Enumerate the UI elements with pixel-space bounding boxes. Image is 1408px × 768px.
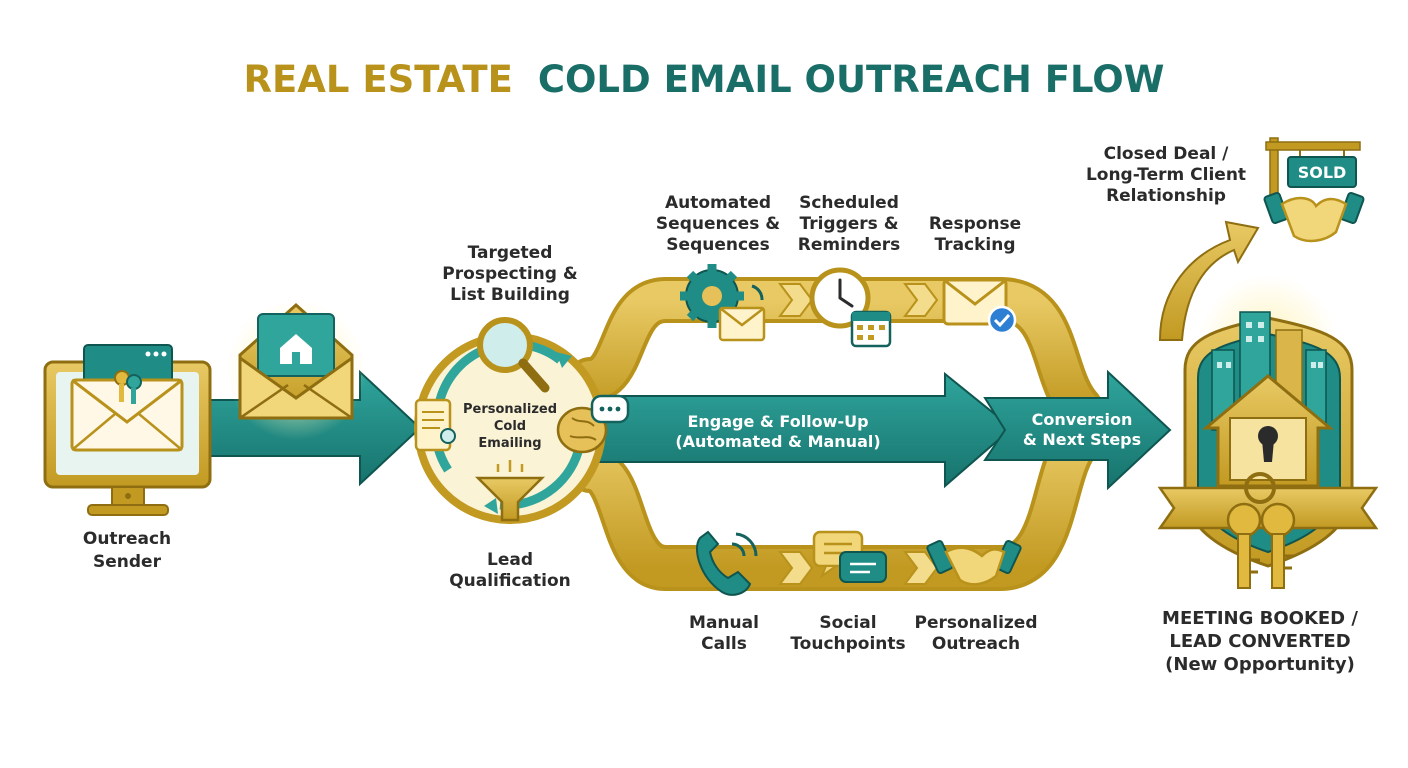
top-track-1-line-3: Sequences xyxy=(666,235,769,255)
top-track-3-line-1: Response xyxy=(929,214,1021,234)
closed-deal-handshake-icon xyxy=(1263,191,1365,243)
brain-chat-icon xyxy=(556,394,630,454)
gear-email-icon xyxy=(680,264,766,342)
chat-bubbles-icon xyxy=(812,530,887,583)
house-keyhole-icon xyxy=(1201,374,1335,488)
main-engage-arrow: Engage & Follow-Up (Automated & Manual) xyxy=(589,371,1014,489)
closed-deal-line-1: Closed Deal / xyxy=(1104,144,1230,164)
prospecting-line-1: Targeted xyxy=(468,243,553,263)
scroll-document-icon xyxy=(414,398,456,452)
prospecting-line-3: List Building xyxy=(450,285,570,305)
sender-line-2: Sender xyxy=(93,552,162,572)
hub-center-line-2: Cold xyxy=(494,419,526,434)
hub-center-line-1: Personalized xyxy=(463,402,557,417)
result-line-3: (New Opportunity) xyxy=(1165,654,1355,675)
top-track-1-line-1: Automated xyxy=(665,193,771,213)
top-track-1-line-2: Sequences & xyxy=(656,214,780,234)
qualification-line-1: Lead xyxy=(487,550,533,570)
handshake-icon xyxy=(926,540,1022,586)
result-line-2: LEAD CONVERTED xyxy=(1169,631,1350,652)
top-track-2-line-1: Scheduled xyxy=(799,193,899,213)
conversion-line-1: Conversion xyxy=(1032,410,1133,429)
bottom-track-2-line-2: Touchpoints xyxy=(790,634,905,654)
prospecting-line-2: Prospecting & xyxy=(442,264,578,284)
bottom-track-3-line-2: Outreach xyxy=(932,634,1020,654)
keys-bundle-icon xyxy=(1226,472,1296,589)
keys-icon xyxy=(114,370,142,404)
conversion-arrow: Conversion & Next Steps xyxy=(983,369,1172,491)
main-arrow-line-2: (Automated & Manual) xyxy=(675,432,880,451)
open-envelope-house-icon xyxy=(226,300,366,440)
sold-sign-icon: SOLD xyxy=(1265,137,1361,211)
phone-icon xyxy=(696,530,758,596)
bottom-track-1-line-2: Calls xyxy=(701,634,747,654)
closed-deal-line-3: Relationship xyxy=(1106,186,1226,206)
clock-calendar-icon xyxy=(809,267,892,348)
closed-deal-line-2: Long-Term Client xyxy=(1086,165,1246,185)
top-track-2-line-2: Triggers & xyxy=(799,214,898,234)
result-line-1: MEETING BOOKED / xyxy=(1162,608,1358,629)
magnifier-icon xyxy=(477,317,550,393)
page-title: REAL ESTATE COLD EMAIL OUTREACH FLOW xyxy=(244,58,1165,101)
title-part-teal: COLD EMAIL OUTREACH FLOW xyxy=(538,58,1165,101)
hub-center-line-3: Emailing xyxy=(478,436,541,451)
sold-sign-label: SOLD xyxy=(1298,163,1347,182)
bottom-track-3-line-1: Personalized xyxy=(915,613,1038,633)
conversion-line-2: & Next Steps xyxy=(1023,430,1141,449)
top-track-2-line-3: Reminders xyxy=(798,235,900,255)
bottom-track-1-line-1: Manual xyxy=(689,613,759,633)
bottom-track-2-line-1: Social xyxy=(819,613,876,633)
sender-line-1: Outreach xyxy=(83,529,171,549)
email-check-icon xyxy=(942,278,1017,335)
curved-up-arrow xyxy=(1158,220,1260,341)
title-part-gold: REAL ESTATE xyxy=(244,58,513,101)
qualification-line-2: Qualification xyxy=(449,571,571,591)
funnel-icon xyxy=(474,460,546,522)
main-arrow-line-1: Engage & Follow-Up xyxy=(687,412,868,431)
top-track-3-line-2: Tracking xyxy=(934,235,1015,255)
envelope-icon xyxy=(70,378,184,452)
track-chevrons xyxy=(778,283,939,585)
